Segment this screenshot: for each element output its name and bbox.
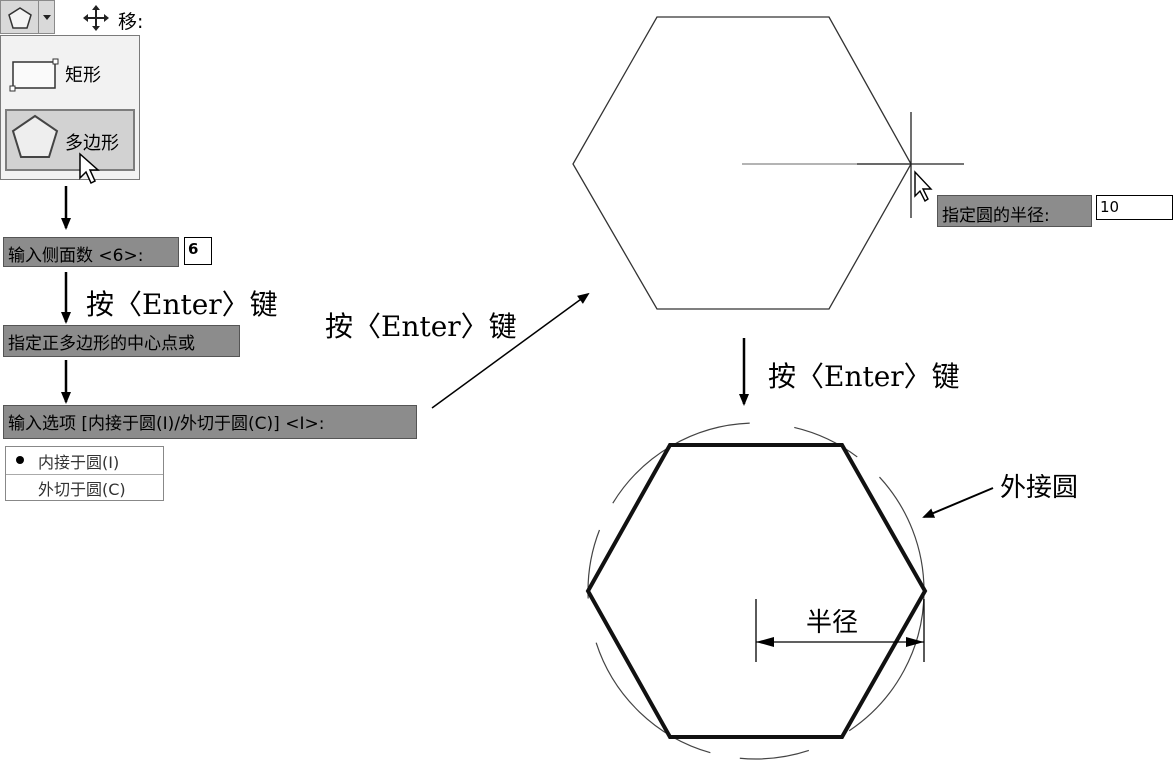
shape-dropdown-menu: 矩形 多边形	[0, 35, 140, 180]
sides-prompt: 输入侧面数 <6>:	[3, 237, 179, 267]
option-inscribed[interactable]: 内接于圆(I)	[6, 447, 163, 475]
option-circumscribed[interactable]: 外切于圆(C)	[6, 474, 163, 501]
press-enter-note: 按〈Enter〉键	[325, 310, 517, 343]
move-label[interactable]: 移:	[118, 11, 144, 33]
option-list: 内接于圆(I) 外切于圆(C)	[5, 446, 164, 501]
hexagon-preview	[572, 16, 912, 310]
sides-input[interactable]: 6	[184, 237, 212, 265]
pentagon-icon	[11, 114, 59, 158]
rectangle-icon	[9, 58, 59, 92]
menu-item-label: 多边形	[65, 133, 119, 154]
bullet-icon	[16, 456, 24, 464]
option-label: 内接于圆(I)	[38, 453, 120, 472]
move-cross-arrows-icon[interactable]	[82, 4, 110, 32]
radius-prompt: 指定圆的半径:	[937, 195, 1092, 227]
mouse-cursor-icon	[914, 170, 933, 203]
mouse-cursor-icon	[79, 152, 100, 185]
triangle-down-icon[interactable]	[39, 0, 55, 34]
toolbar-divider	[38, 0, 39, 34]
menu-item-polygon[interactable]: 多边形	[5, 109, 135, 171]
option-label: 外切于圆(C)	[38, 480, 126, 499]
radius-input[interactable]: 10	[1096, 195, 1173, 220]
menu-item-rectangle[interactable]: 矩形	[5, 48, 135, 110]
circumscribed-circle-label: 外接圆	[1000, 473, 1079, 503]
radius-dimension-label: 半径	[806, 608, 859, 638]
pentagon-icon	[8, 7, 32, 29]
press-enter-note: 按〈Enter〉键	[86, 288, 278, 321]
leader-arrow	[922, 487, 994, 518]
option-prompt: 输入选项 [内接于圆(I)/外切于圆(C)] <I>:	[3, 405, 417, 439]
press-enter-note: 按〈Enter〉键	[768, 360, 960, 393]
center-point-prompt: 指定正多边形的中心点或	[3, 325, 240, 357]
circumscribed-circle	[587, 422, 925, 760]
hexagon-result	[585, 443, 928, 739]
menu-item-label: 矩形	[65, 65, 101, 86]
